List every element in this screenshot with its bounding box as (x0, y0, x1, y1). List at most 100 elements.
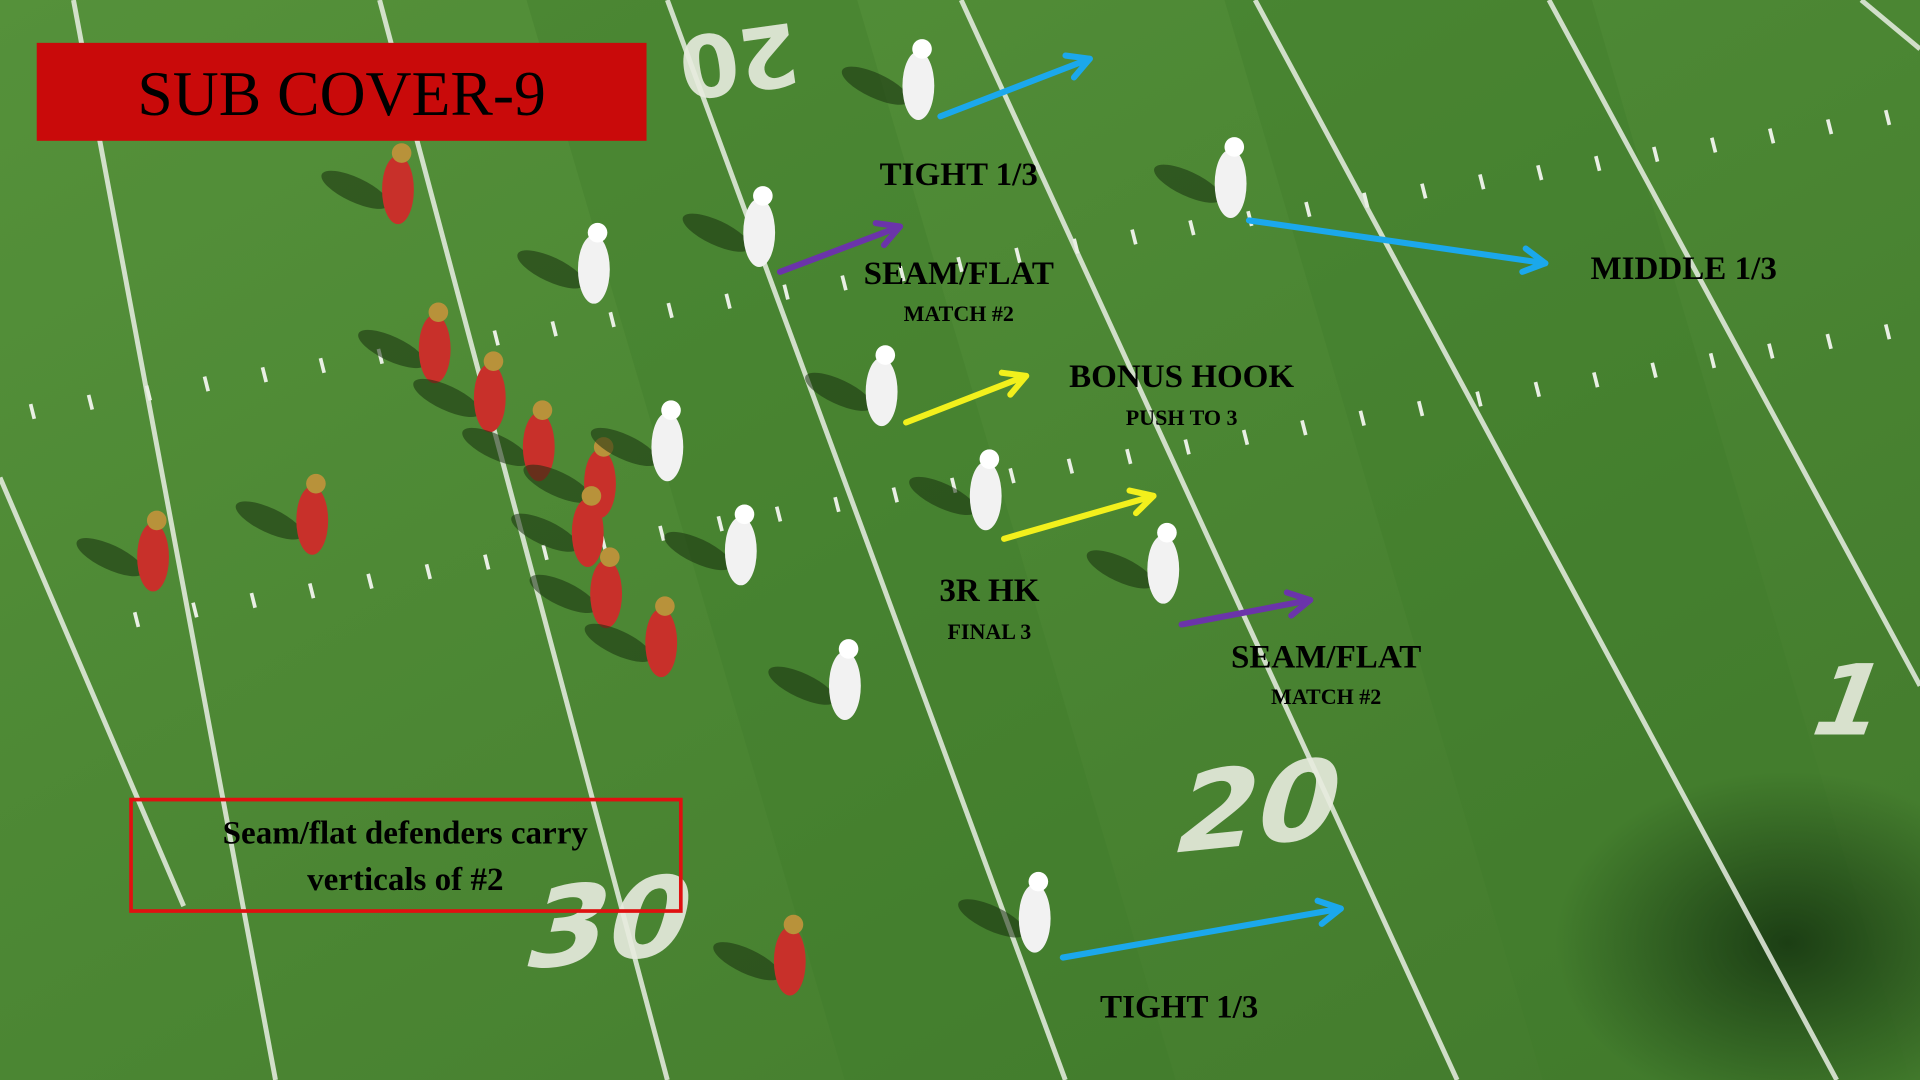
player-shadow (321, 170, 389, 209)
player-body (865, 357, 898, 427)
player-shadow (1086, 550, 1155, 589)
hash-mark (1420, 183, 1428, 199)
tree-shadow (1555, 771, 1920, 1080)
label-bonus-hook-sub: PUSH TO 3 (1126, 405, 1238, 430)
player-shadow (805, 372, 873, 411)
hash-mark (492, 330, 500, 346)
player-helmet (753, 186, 773, 206)
defense-player (1154, 137, 1247, 218)
arrow-head (1519, 245, 1549, 275)
defense-player (664, 504, 757, 586)
player-shadow (1154, 164, 1222, 203)
player-helmet (734, 504, 755, 525)
hash-mark (366, 573, 374, 590)
offense-player (462, 400, 555, 482)
player-shadow (413, 378, 481, 418)
player-body (724, 516, 757, 586)
player-helmet (979, 449, 1000, 469)
yard-line (1252, 0, 1839, 1080)
label-seam-flat-left: SEAM/FLAT (864, 256, 1054, 292)
hash-mark (1183, 439, 1191, 455)
label-middle: MIDDLE 1/3 (1590, 251, 1776, 287)
player-body (1018, 884, 1051, 953)
coverage-arrow (903, 369, 1030, 426)
player-helmet (875, 345, 896, 365)
hash-mark (541, 544, 549, 561)
hash-mark (1533, 381, 1541, 398)
player-helmet (391, 143, 412, 163)
hash-mark (1594, 155, 1602, 172)
player-shadow (841, 66, 910, 105)
player-helmet (428, 302, 449, 323)
label-bonus-hook: BONUS HOOK (1069, 359, 1294, 395)
hash-mark (1825, 333, 1833, 350)
label-seam-flat-left-sub: MATCH #2 (904, 301, 1014, 326)
hash-mark (608, 311, 616, 328)
coverage-arrow (937, 52, 1093, 120)
hash-mark (1241, 429, 1250, 446)
player-shadow (590, 427, 659, 467)
player-body (571, 498, 604, 567)
turf-stripe (526, 0, 1176, 1080)
hash-mark (1475, 391, 1483, 407)
label-3r-hook-sub: FINAL 3 (947, 619, 1031, 644)
hash-mark (191, 602, 199, 618)
player-shadow (529, 574, 597, 613)
label-tight-bottom: TIGHT 1/3 (1100, 990, 1258, 1026)
hash-mark (1767, 128, 1776, 144)
hash-mark (782, 284, 790, 300)
title-box (36, 42, 647, 141)
player-body (382, 155, 414, 225)
title-text: SUB COVER-9 (137, 58, 546, 129)
player-helmet (1224, 137, 1245, 157)
arrow-head (1314, 897, 1344, 927)
hash-mark (1130, 229, 1138, 245)
player-shadow (358, 329, 426, 369)
player-shadow (664, 531, 732, 571)
player-body (590, 559, 623, 629)
defense-player (909, 449, 1002, 531)
player-shadow (958, 899, 1026, 938)
hash-mark (1478, 174, 1486, 190)
field-number-mid: 20 (1161, 734, 1357, 880)
player-helmet (655, 596, 675, 616)
player-helmet (600, 547, 620, 567)
defense-player (682, 186, 776, 267)
hash-mark (260, 366, 268, 383)
player-helmet (146, 510, 167, 531)
arrow-shaft (1059, 905, 1344, 961)
hash-mark (1008, 467, 1016, 484)
hash-mark (1362, 192, 1370, 208)
hash-mark (774, 506, 783, 522)
label-seam-flat-right: SEAM/FLAT (1231, 639, 1421, 675)
offense-player (413, 351, 506, 433)
player-shadow (584, 623, 653, 662)
offense-player (584, 596, 678, 678)
hash-mark (1066, 458, 1075, 474)
yard-line (377, 0, 670, 1080)
assignment-arrows (776, 52, 1549, 961)
arrow-head (1062, 52, 1093, 81)
hash-mark (1014, 247, 1022, 264)
hash-mark (891, 487, 899, 503)
hash-mark (1650, 362, 1658, 378)
hash-mark (1710, 137, 1718, 153)
label-seam-flat-right-sub: MATCH #2 (1271, 684, 1381, 709)
label-3r-hook: 3R HK (939, 573, 1039, 609)
hash-mark (1652, 146, 1660, 163)
label-tight-top: TIGHT 1/3 (880, 157, 1038, 193)
hash-mark (318, 357, 326, 374)
hash-mark (1883, 324, 1892, 340)
hash-mark (308, 583, 316, 599)
players (76, 39, 1247, 996)
hash-mark (424, 563, 432, 580)
hash-mark (1592, 372, 1600, 388)
player-shadow (76, 538, 144, 577)
hash-mark (202, 376, 210, 392)
arrow-head (1283, 589, 1314, 619)
hash-mark (658, 525, 666, 542)
hash-marks (28, 109, 1892, 628)
defense-player (805, 345, 898, 427)
